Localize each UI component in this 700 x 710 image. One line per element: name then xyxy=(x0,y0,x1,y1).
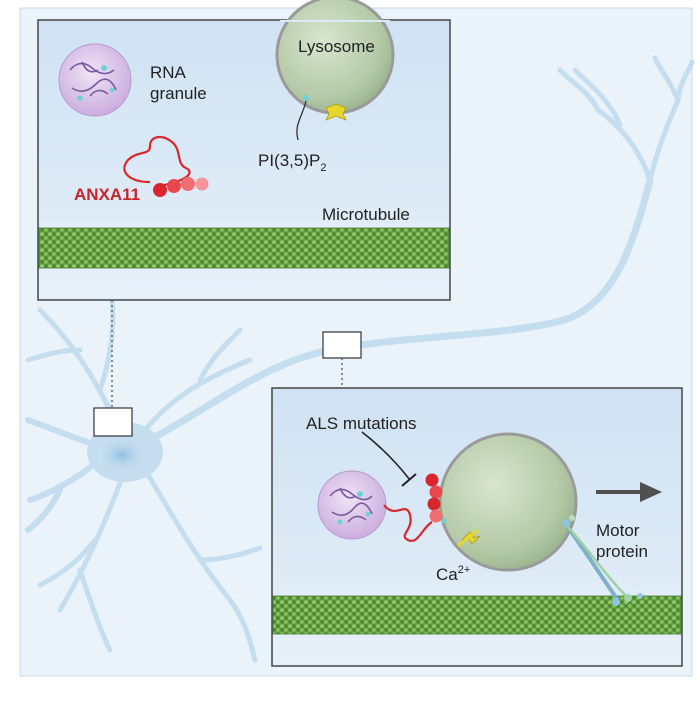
neuron-axon xyxy=(146,176,654,444)
als-mutations-label: ALS mutations xyxy=(306,414,417,433)
rna-granule-bottom xyxy=(317,470,387,540)
lysosome-label: Lysosome xyxy=(298,37,375,56)
motor-protein xyxy=(562,515,643,606)
zoom-box-soma xyxy=(93,407,133,437)
ion-channel-top xyxy=(325,103,347,121)
anxa11-label: ANXA11 xyxy=(74,185,140,204)
movement-arrow xyxy=(596,482,662,502)
neuron xyxy=(25,55,695,663)
microtubule-top xyxy=(39,228,449,268)
calcium-label: Ca2+ xyxy=(436,564,470,584)
anxa11-protein-bottom xyxy=(383,473,447,542)
pi35p2-label: PI(3,5)P2 xyxy=(258,151,326,174)
lysosome-bottom xyxy=(438,432,578,572)
neuron-dendrite xyxy=(142,467,263,663)
als-inhibition-marker xyxy=(361,431,417,487)
lysosome-clip xyxy=(280,20,390,22)
axon-terminal xyxy=(557,55,695,183)
neuron-dendrite xyxy=(142,327,253,433)
microtubule-label-top: Microtubule xyxy=(322,205,410,224)
zoom-box-axon xyxy=(322,331,362,359)
neuron-dendrite xyxy=(37,467,128,653)
neuron-nucleus xyxy=(98,437,146,473)
rna-granule-top xyxy=(58,43,132,117)
lysosome-top xyxy=(275,0,395,141)
anxa11-protein-top xyxy=(123,136,209,197)
